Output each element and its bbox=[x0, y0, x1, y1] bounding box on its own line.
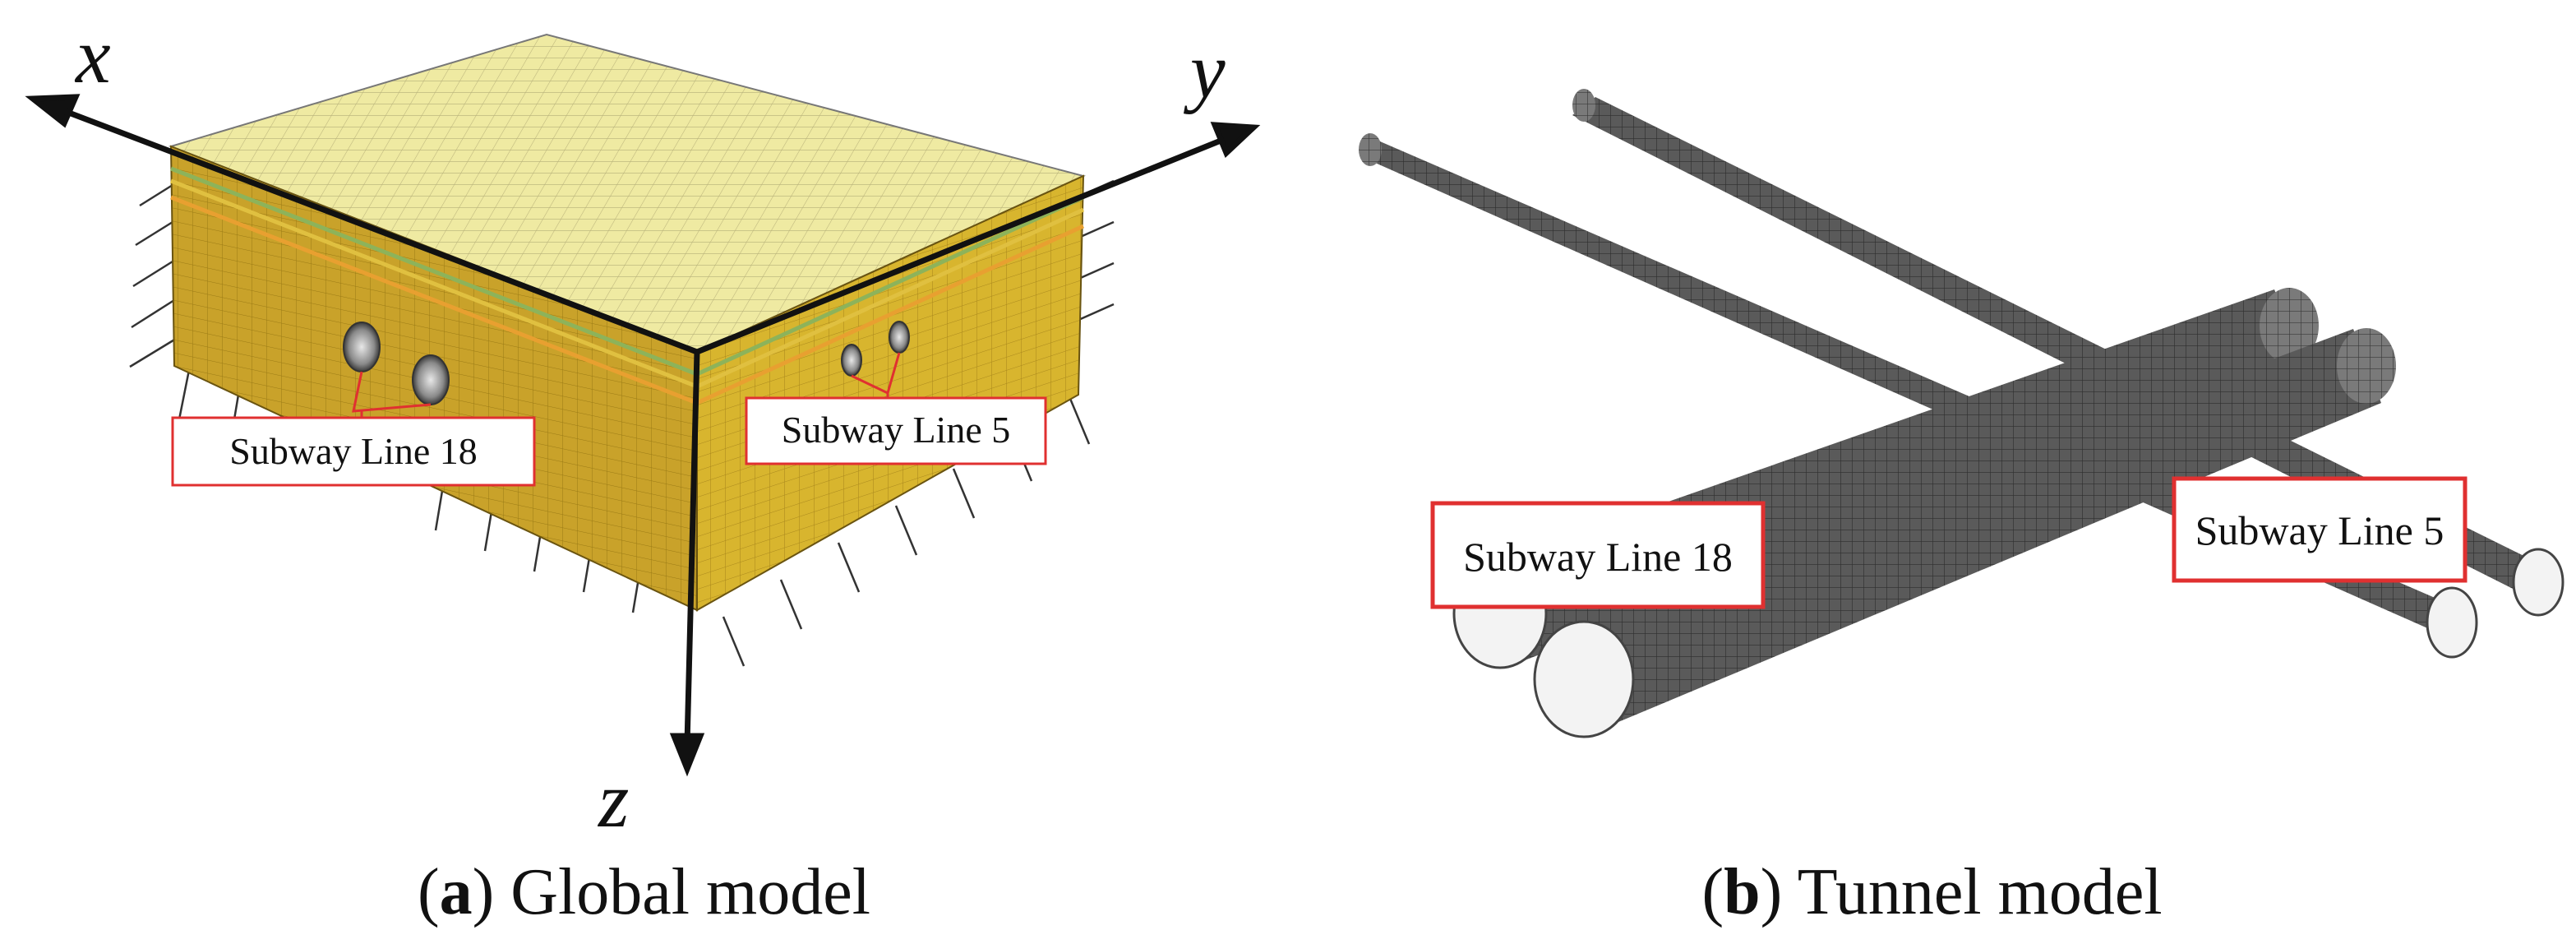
line5-tube-a-end-near bbox=[2426, 586, 2478, 659]
caption-a-text: Global model bbox=[510, 856, 870, 928]
soil-right-face bbox=[696, 174, 1085, 612]
tunnel-hole-line18-2 bbox=[412, 354, 450, 405]
tunnel-callout-subway-line-18-label: Subway Line 18 bbox=[1463, 534, 1733, 580]
global-model-figure: x y z Subway Line 18 Subway Line 5 bbox=[25, 12, 1261, 844]
caption-b-letter: b bbox=[1724, 856, 1761, 928]
tunnel-model-figure: Subway Line 18 Subway Line 5 bbox=[1359, 89, 2564, 738]
line5-tube-b-end-far bbox=[1572, 89, 1595, 122]
callout-subway-line-5: Subway Line 5 bbox=[745, 396, 1047, 465]
caption-a-letter: a bbox=[439, 856, 473, 928]
tunnel-hole-line18-1 bbox=[343, 322, 381, 373]
axis-z-label: z bbox=[597, 756, 629, 844]
callout-subway-line-18: Subway Line 18 bbox=[171, 416, 536, 487]
global-model-panel: x y z Subway Line 18 Subway Line 5 bbox=[25, 12, 1261, 844]
tunnel-callout-subway-line-5: Subway Line 5 bbox=[2172, 476, 2468, 583]
axis-x-label: x bbox=[74, 12, 111, 99]
tunnel-tubes bbox=[1359, 89, 2564, 738]
axes bbox=[25, 94, 1261, 777]
caption-tunnel-model: (b) Tunnel model bbox=[1701, 856, 2163, 928]
caption-global-model: (a) Global model bbox=[418, 856, 870, 928]
caption-b-text: Tunnel model bbox=[1797, 856, 2163, 928]
axis-y-label: y bbox=[1183, 26, 1226, 114]
line18-tube-b bbox=[1563, 329, 2381, 730]
callout-subway-line-18-label: Subway Line 18 bbox=[229, 430, 478, 472]
boundary-ticks-right bbox=[722, 179, 1115, 667]
line18-tube-b-end-near bbox=[1533, 620, 1635, 738]
tunnel-callout-subway-line-5-label: Subway Line 5 bbox=[2195, 507, 2444, 553]
tunnel-callout-subway-line-18: Subway Line 18 bbox=[1430, 501, 1766, 609]
line18-tube-b-end-far bbox=[2337, 328, 2396, 404]
tunnel-model-panel: Subway Line 18 Subway Line 5 bbox=[1288, 0, 2576, 944]
line5-tube-b-end-near bbox=[2512, 548, 2564, 617]
tunnel-hole-line5-1 bbox=[841, 344, 862, 377]
callout-subway-line-5-label: Subway Line 5 bbox=[782, 409, 1011, 451]
tunnel-hole-line5-2 bbox=[889, 321, 910, 354]
line18-tube-a-end-far bbox=[2260, 288, 2319, 363]
line5-tube-b bbox=[1572, 97, 2551, 595]
line5-tube-a-end-far bbox=[1359, 133, 1382, 166]
